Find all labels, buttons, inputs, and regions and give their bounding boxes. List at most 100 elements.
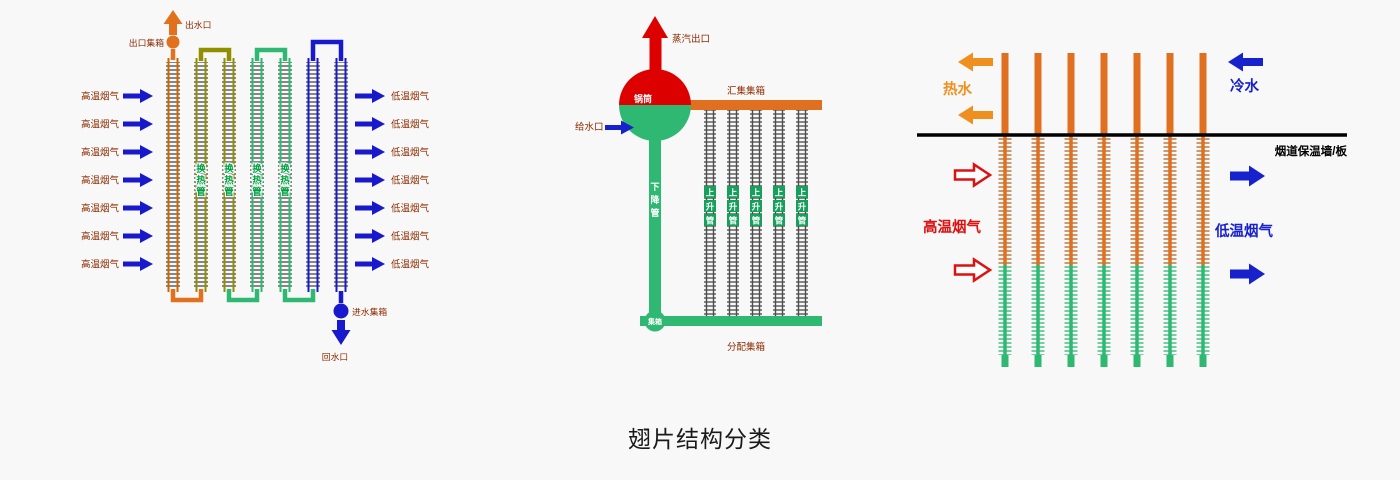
svg-text:管: 管: [729, 216, 738, 226]
collection-header-label: 汇集集箱: [727, 85, 765, 97]
svg-text:升: 升: [729, 202, 738, 212]
downcomer-tube: [649, 138, 661, 326]
wall-tube: [1031, 53, 1045, 367]
riser-tube-bank: [704, 110, 808, 316]
header-box-label: 集箱: [647, 317, 662, 326]
riser-tube: [796, 110, 808, 316]
cold-gas-label: 低温烟气: [391, 119, 430, 131]
wall-tube: [1097, 53, 1111, 367]
right-arrow-icon: [123, 257, 153, 271]
inlet-header-label: 进水集箱: [352, 306, 387, 317]
svg-text:升: 升: [752, 202, 761, 212]
riser-label: 上 升 管: [704, 186, 716, 226]
riser-label: 上 升 管: [750, 186, 762, 226]
svg-text:上: 上: [706, 188, 715, 198]
hot-gas-label: 高温烟气: [81, 259, 120, 271]
hollow-right-arrow-icon: [953, 257, 993, 283]
hot-gas-label: 高温烟气: [81, 147, 120, 159]
right-arrow-icon: [1230, 263, 1265, 285]
finned-tube: [334, 58, 348, 292]
downcomer-label: 下 降 管: [650, 182, 660, 218]
hot-gas-label: 高温烟气: [81, 203, 120, 215]
left-arrow-icon: [1228, 52, 1263, 72]
cold-gas-label: 低温烟气: [391, 91, 430, 103]
svg-text:热: 热: [196, 175, 206, 187]
right-arrow-icon: [1230, 165, 1265, 187]
outlet-header-label: 出口集箱: [129, 37, 164, 48]
right-arrow-icon: [355, 201, 385, 215]
right-arrow-icon: [355, 173, 385, 187]
drum-riser-diagram: 锅筒 蒸汽出口 给水口 汇集集箱 分配集箱 下 降 管 上 升 管 上 升 管 …: [575, 16, 822, 353]
svg-text:换: 换: [280, 163, 290, 175]
hot-gas-row: 高温烟气: [81, 257, 153, 271]
cold-gas-label: 低温烟气: [391, 175, 430, 187]
hot-gas-row: 高温烟气: [81, 117, 153, 131]
water-inlet-assembly: 进水集箱 回水口: [322, 291, 387, 362]
wall-tube-bank: [998, 53, 1210, 367]
hot-water-label: 热水: [943, 80, 972, 98]
u-bend-bottom: [282, 289, 316, 303]
right-arrow-icon: [123, 229, 153, 243]
svg-text:热: 热: [252, 175, 262, 187]
distribution-header-label: 分配集箱: [727, 341, 765, 353]
steam-outlet-label: 蒸汽出口: [672, 33, 710, 45]
svg-text:管: 管: [775, 216, 784, 226]
cold-gas-row: 低温烟气: [355, 201, 430, 215]
svg-text:管: 管: [798, 216, 807, 226]
hot-gas-label: 高温烟气: [81, 91, 120, 103]
inlet-header-circle: [333, 303, 349, 319]
right-arrow-icon: [355, 117, 385, 131]
down-arrow-icon: [331, 320, 351, 345]
wall-tube: [1064, 53, 1078, 367]
hot-gas-label: 高温烟气: [923, 218, 981, 236]
cold-gas-label: 低温烟气: [391, 259, 430, 271]
hot-gas-label: 高温烟气: [81, 231, 120, 243]
heat-tube-label: 换 热 管: [195, 162, 207, 199]
svg-text:升: 升: [775, 202, 784, 212]
svg-text:下: 下: [650, 182, 659, 192]
svg-text:管: 管: [252, 186, 262, 198]
outlet-header-circle: [166, 35, 180, 49]
cold-gas-label: 低温烟气: [391, 231, 430, 243]
steam-up-arrow-icon: [642, 16, 668, 70]
cold-gas-label: 低温烟气: [1214, 222, 1273, 240]
svg-text:换: 换: [224, 163, 234, 175]
heat-tube-label: 换 热 管: [251, 162, 263, 199]
u-bend-bottom: [226, 289, 260, 303]
svg-text:上: 上: [729, 188, 738, 198]
hot-gas-label: 高温烟气: [81, 119, 120, 131]
boiler-drum: 锅筒: [619, 69, 691, 141]
wall-tube: [1163, 53, 1177, 367]
wall-tube: [998, 53, 1012, 367]
left-arrow-icon: [958, 105, 993, 125]
cold-gas-row: 低温烟气: [355, 145, 430, 159]
u-bend-top: [254, 47, 288, 61]
right-arrow-icon: [355, 89, 385, 103]
right-arrow-icon: [123, 145, 153, 159]
cold-water-label: 冷水: [1230, 77, 1259, 95]
svg-text:降: 降: [650, 194, 660, 205]
svg-text:管: 管: [196, 186, 206, 198]
hot-gas-label: 高温烟气: [81, 175, 120, 187]
right-arrow-icon: [123, 201, 153, 215]
heat-tube-label: 换 热 管: [223, 162, 235, 199]
svg-text:管: 管: [752, 216, 761, 226]
finned-tube: [194, 58, 208, 292]
finned-tube: [306, 58, 320, 292]
feed-right-arrow-icon: [605, 120, 634, 135]
u-bend-bottom: [170, 289, 204, 303]
cold-gas-row: 低温烟气: [355, 117, 430, 131]
riser-tube: [704, 110, 716, 316]
riser-tube: [750, 110, 762, 316]
cold-gas-label: 低温烟气: [391, 203, 430, 215]
cold-gas-row: 低温烟气: [355, 229, 430, 243]
svg-text:热: 热: [280, 175, 290, 187]
cold-gas-label: 低温烟气: [391, 147, 430, 159]
wall-tube: [1196, 53, 1210, 367]
hot-gas-row: 高温烟气: [81, 173, 153, 187]
riser-label: 上 升 管: [727, 186, 739, 226]
finned-tube: [166, 58, 180, 292]
finned-tube-bank: [166, 58, 348, 292]
page-title: 翅片结构分类: [628, 426, 772, 452]
